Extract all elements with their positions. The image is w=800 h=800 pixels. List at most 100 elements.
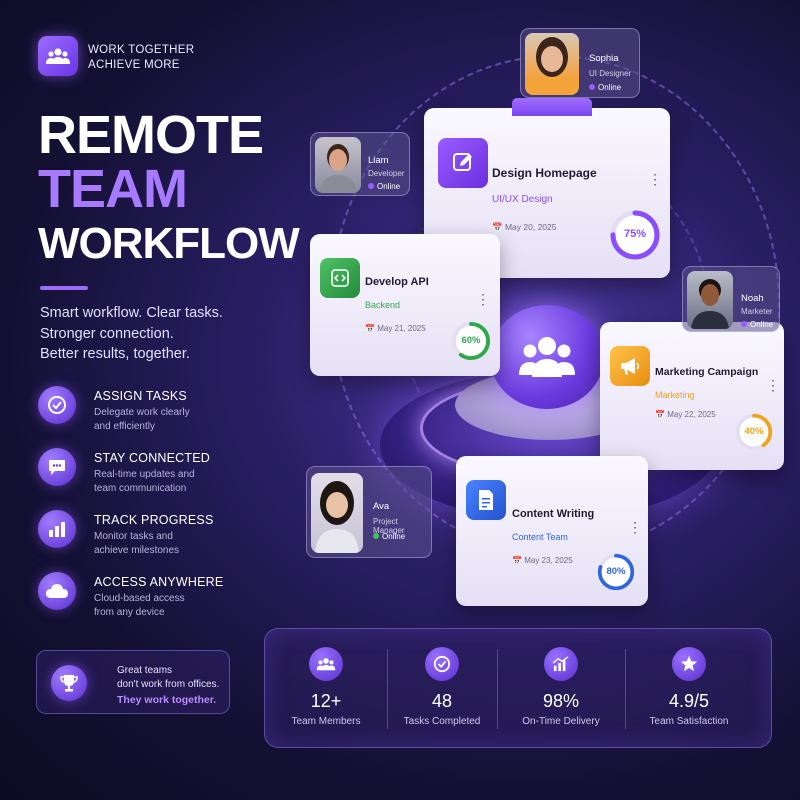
code-icon: [320, 258, 360, 298]
more-options-icon[interactable]: ⋮: [766, 377, 780, 393]
task-title: Develop API: [365, 276, 429, 288]
stat-tasks-completed: 48 Tasks Completed: [387, 629, 497, 749]
task-card-content-writing[interactable]: Content Writing Content Team 📅 May 23, 2…: [456, 456, 648, 606]
more-options-icon[interactable]: ⋮: [476, 291, 490, 307]
profile-ava: Ava Project Manager Online: [306, 466, 432, 558]
chat-icon: [38, 448, 76, 486]
divider: [387, 649, 388, 729]
stat-value: 12+: [310, 691, 342, 711]
calendar-icon: 📅: [365, 324, 375, 333]
card-tab: [512, 98, 592, 116]
status-dot: [589, 84, 595, 90]
profile-name: Ava: [373, 501, 390, 512]
calendar-icon: 📅: [512, 556, 522, 565]
progress-ring-fill: [610, 210, 660, 260]
document-icon: [466, 480, 506, 520]
feature-title: STAY CONNECTED: [94, 451, 211, 465]
edit-icon: [438, 138, 488, 188]
divider: [625, 649, 626, 729]
profile-name: Sophia: [589, 53, 619, 64]
status-dot: [368, 183, 374, 189]
stat-team-satisfaction: 4.9/5 Team Satisfaction: [625, 629, 753, 749]
calendar-icon: 📅: [492, 222, 503, 232]
status-badge: Online: [589, 83, 621, 92]
profile-liam: Liam Developer Online: [310, 132, 410, 196]
progress-ring: [451, 321, 491, 361]
trophy-icon: [51, 665, 87, 701]
stat-label: On-Time Delivery: [522, 716, 600, 727]
title-underline: [40, 286, 88, 290]
stat-on-time-delivery: 98% On-Time Delivery: [497, 629, 625, 749]
task-card-develop-api[interactable]: Develop API Backend 📅 May 21, 2025 ⋮ 60%: [310, 234, 500, 376]
profile-name: Liam: [368, 155, 389, 166]
progress-ring: [597, 553, 635, 591]
progress-percent: 80%: [606, 566, 626, 577]
profile-name: Noah: [741, 293, 764, 304]
task-title: Marketing Campaign: [655, 366, 759, 378]
task-date-text: May 20, 2025: [504, 222, 557, 232]
feature-title: TRACK PROGRESS: [94, 513, 214, 527]
stat-value: 98%: [542, 691, 580, 711]
task-date: 📅 May 23, 2025: [512, 556, 573, 565]
stat-value: 4.9/5: [668, 691, 710, 711]
megaphone-icon: [610, 346, 650, 386]
stat-label: Tasks Completed: [403, 716, 481, 727]
task-date: 📅 May 22, 2025: [655, 410, 716, 419]
tagline-line-2: ACHIEVE MORE: [88, 59, 180, 71]
task-title: Design Homepage: [492, 166, 597, 180]
status-text: Online: [750, 320, 774, 329]
profile-role: Developer: [368, 169, 405, 178]
avatar: [311, 473, 363, 553]
task-date-text: May 22, 2025: [667, 410, 716, 419]
calendar-icon: 📅: [655, 410, 665, 419]
stat-label: Team Members: [291, 716, 361, 727]
avatar: [687, 271, 733, 329]
feature-desc: Delegate work clearly and efficiently: [94, 407, 190, 432]
check-circle-icon: [38, 386, 76, 424]
stat-label: Team Satisfaction: [649, 716, 729, 727]
tagline-line-1: WORK TOGETHER: [88, 44, 195, 56]
feature-desc: Cloud-based access from any device: [94, 593, 185, 618]
task-category: Content Team: [512, 532, 568, 542]
more-options-icon[interactable]: ⋮: [648, 171, 662, 187]
profile-role: Marketer: [741, 307, 773, 316]
avatar: [525, 33, 579, 95]
divider: [497, 649, 498, 729]
bar-chart-icon: [38, 510, 76, 548]
tagline: WORK TOGETHER ACHIEVE MORE: [88, 43, 194, 73]
progress-ring: [735, 413, 773, 451]
cloud-icon: [38, 572, 76, 610]
progress-ring-fill: [597, 553, 635, 591]
feature-assign-tasks: ASSIGN TASKS Delegate work clearly and e…: [38, 386, 268, 442]
quote-box: Great teams don't work from offices. The…: [36, 650, 230, 714]
profile-role: UI Designer: [589, 69, 632, 78]
status-text: Online: [382, 532, 406, 541]
feature-stay-connected: STAY CONNECTED Real-time updates and tea…: [38, 448, 268, 504]
task-title: Content Writing: [512, 508, 595, 520]
progress-ring: [610, 210, 660, 260]
page-title-line-1: REMOTE: [38, 105, 264, 165]
page-title-line-3: WORKFLOW: [38, 219, 300, 268]
feature-desc: Real-time updates and team communication: [94, 469, 195, 494]
quote-line-1: Great teams don't work from offices.: [117, 665, 220, 690]
task-category: Marketing: [655, 390, 695, 400]
check-circle-icon: [425, 647, 459, 681]
profile-sophia: Sophia UI Designer Online: [520, 28, 640, 98]
task-card-marketing-campaign[interactable]: Marketing Campaign Marketing 📅 May 22, 2…: [600, 322, 784, 470]
status-badge: Online: [373, 532, 405, 541]
progress-percent: 75%: [623, 228, 647, 240]
status-badge: Online: [368, 182, 400, 191]
more-options-icon[interactable]: ⋮: [628, 519, 642, 535]
team-hub-icon: [490, 305, 604, 409]
feature-title: ASSIGN TASKS: [94, 389, 187, 403]
stat-value: 48: [431, 691, 453, 711]
status-text: Online: [598, 83, 622, 92]
avatar: [315, 137, 361, 193]
feature-desc: Monitor tasks and achieve milestones: [94, 531, 180, 556]
feature-title: ACCESS ANYWHERE: [94, 575, 224, 589]
page-title-line-2: TEAM: [38, 159, 188, 219]
feature-track-progress: TRACK PROGRESS Monitor tasks and achieve…: [38, 510, 268, 566]
task-date-text: May 23, 2025: [524, 556, 573, 565]
profile-noah: Noah Marketer Online: [682, 266, 780, 332]
growth-chart-icon: [544, 647, 578, 681]
